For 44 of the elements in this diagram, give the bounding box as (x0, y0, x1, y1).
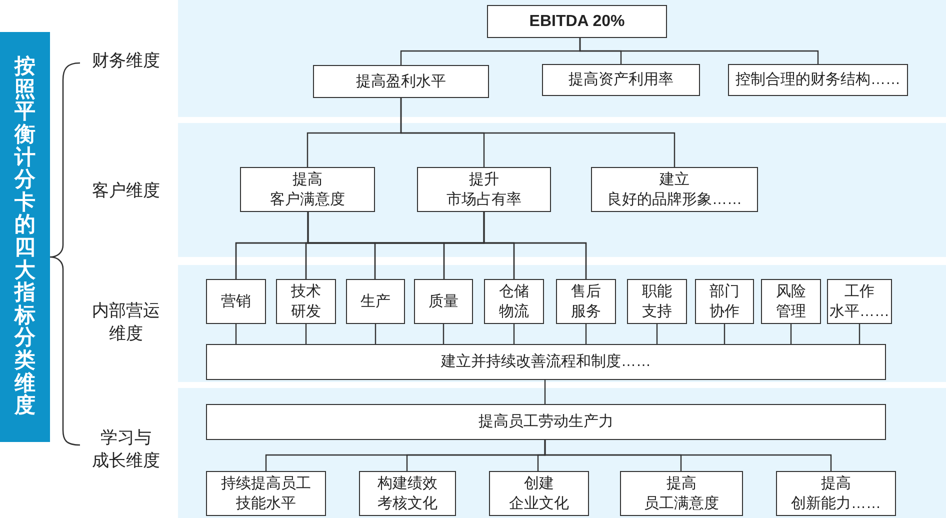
connector-line (544, 380, 546, 404)
dimension-label: 内部营运维度 (92, 300, 160, 345)
goal-box: 技术研发 (276, 279, 336, 324)
goal-box: 售后服务 (556, 279, 616, 324)
dimension-label: 财务维度 (92, 50, 160, 72)
connector-line (305, 324, 307, 344)
goal-box: 提高盈利水平 (313, 65, 489, 98)
dimension-label: 学习与成长维度 (92, 427, 160, 472)
title-band: 按照平衡计分卡的四大指标分类维度 (0, 32, 50, 442)
goal-box: 提高员工劳动生产力 (206, 404, 886, 440)
goal-box: 风险管理 (761, 279, 821, 324)
goal-box: 持续提高员工技能水平 (206, 471, 326, 516)
connector-line (858, 324, 860, 344)
goal-box: 建立良好的品牌形象…… (591, 167, 758, 212)
goal-box: 工作水平…… (827, 279, 892, 324)
goal-box: 职能支持 (627, 279, 687, 324)
connector-line (235, 324, 237, 344)
goal-box: EBITDA 20% (487, 5, 667, 38)
connector-line (724, 324, 726, 344)
goal-box: 提高员工满意度 (620, 471, 743, 516)
goal-box: 提高资产利用率 (542, 64, 700, 96)
dimension-label: 客户维度 (92, 180, 160, 202)
goal-box: 部门协作 (695, 279, 754, 324)
goal-box: 提高客户满意度 (240, 167, 375, 212)
goal-box: 创建企业文化 (489, 471, 589, 516)
goal-box: 控制合理的财务结构…… (728, 64, 908, 96)
connector-line (374, 324, 376, 344)
goal-box: 营销 (206, 279, 266, 324)
goal-box: 仓储物流 (484, 279, 544, 324)
goal-box: 提高创新能力…… (776, 471, 896, 516)
goal-box: 提升市场占有率 (417, 167, 551, 212)
connector-line (513, 324, 515, 344)
connector-line (400, 98, 676, 167)
connector-line (483, 212, 587, 279)
goal-box: 质量 (414, 279, 473, 324)
goal-box: 构建绩效考核文化 (359, 471, 456, 516)
connector-line (442, 324, 444, 344)
goal-box: 建立并持续改善流程和制度…… (206, 344, 886, 380)
goal-box: 生产 (346, 279, 405, 324)
connector-line (585, 324, 587, 344)
connector-line (656, 324, 658, 344)
connector-line (790, 324, 792, 344)
connector-line (544, 440, 832, 471)
connector-line (579, 38, 819, 64)
